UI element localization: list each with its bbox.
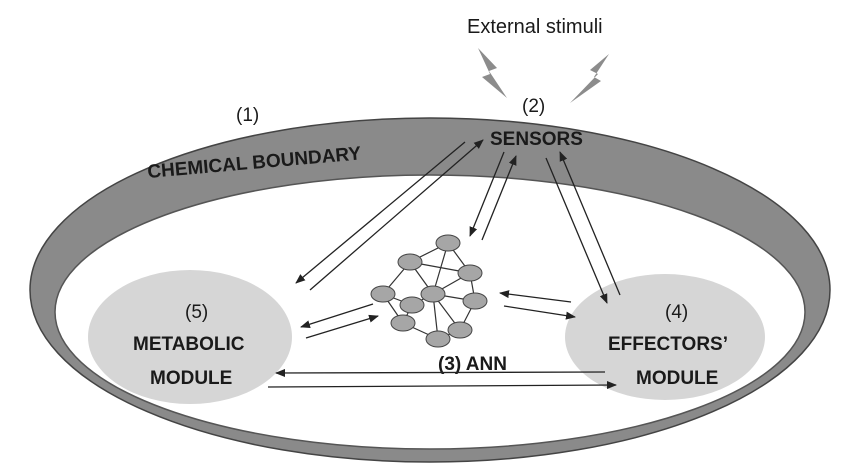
lightning-bolt-left-icon xyxy=(478,48,507,98)
effectors-number: (4) xyxy=(665,302,688,323)
arrow-effectors-to-metabolic xyxy=(275,368,606,377)
arrow-ann-to-metabolic xyxy=(300,303,374,329)
sensors-label: SENSORS xyxy=(490,129,583,150)
external-stimuli-label: External stimuli xyxy=(467,16,603,38)
arrow-effectors-to-ann xyxy=(499,290,572,303)
effectors-module-ellipse xyxy=(565,274,765,400)
ann-node xyxy=(457,264,483,282)
ann-label: (3) ANN xyxy=(438,354,507,375)
metabolic-line2: MODULE xyxy=(150,368,232,389)
metabolic-module-ellipse xyxy=(88,270,292,404)
arrows xyxy=(267,139,621,390)
arrow-metabolic-to-ann xyxy=(305,314,379,339)
arrow-ann-to-effectors xyxy=(503,305,576,320)
ann-node xyxy=(420,285,446,303)
ann-node xyxy=(462,292,488,310)
arrow-sensors-to-ann xyxy=(469,151,505,237)
arrow-sensors-to-metabolic xyxy=(295,141,466,284)
arrow-ann-to-sensors xyxy=(481,155,517,241)
sensors-number: (2) xyxy=(522,96,545,117)
lightning-bolt-right-icon xyxy=(570,54,609,103)
ann-node xyxy=(397,253,423,271)
metabolic-number: (5) xyxy=(185,302,208,323)
arrow-metabolic-to-sensors xyxy=(309,139,484,291)
ann-node xyxy=(399,296,425,314)
ann-node xyxy=(370,285,396,303)
effectors-line1: EFFECTORS’ xyxy=(608,334,728,355)
ann-node xyxy=(447,321,473,339)
arrow-metabolic-to-effectors xyxy=(267,381,617,390)
effectors-line2: MODULE xyxy=(636,368,718,389)
ann-node xyxy=(390,314,416,332)
ann-nodes xyxy=(370,234,488,348)
ann-node xyxy=(435,234,461,252)
ann-edge xyxy=(432,242,449,295)
boundary-number: (1) xyxy=(236,105,259,126)
ann-node xyxy=(425,330,451,348)
metabolic-line1: METABOLIC xyxy=(133,334,245,355)
arrow-effectors-to-sensors xyxy=(559,151,621,296)
arrow-sensors-to-effectors xyxy=(545,157,608,304)
